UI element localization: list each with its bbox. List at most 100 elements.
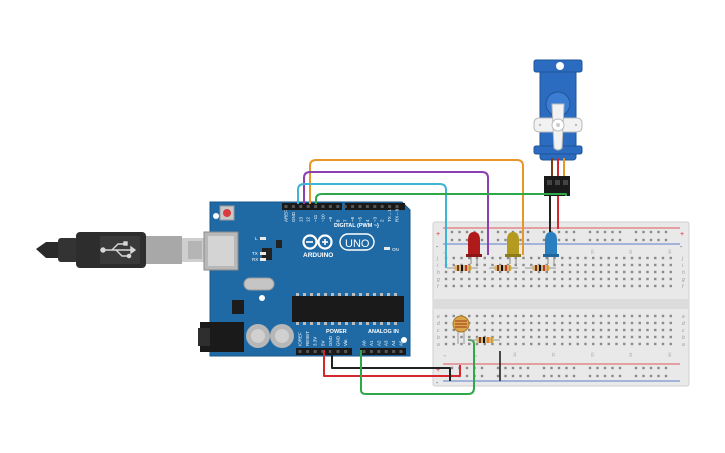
digital-pin-socket[interactable] — [395, 205, 399, 208]
rail-hole[interactable] — [603, 230, 607, 234]
breadboard-hole[interactable] — [537, 284, 541, 288]
led-blue[interactable] — [543, 232, 559, 264]
breadboard-hole[interactable] — [522, 342, 525, 346]
breadboard-hole[interactable] — [499, 277, 502, 281]
breadboard-hole[interactable] — [638, 270, 641, 274]
breadboard-hole[interactable] — [537, 328, 541, 332]
breadboard-hole[interactable] — [514, 277, 517, 281]
breadboard-hole[interactable] — [499, 270, 502, 274]
wires[interactable] — [297, 159, 567, 395]
breadboard-hole[interactable] — [654, 277, 657, 281]
breadboard-hole[interactable] — [545, 328, 548, 332]
breadboard-hole[interactable] — [553, 335, 556, 339]
breadboard-hole[interactable] — [623, 263, 626, 267]
breadboard-hole[interactable] — [646, 335, 649, 339]
breadboard-hole[interactable] — [483, 314, 486, 318]
rail-hole[interactable] — [642, 230, 645, 234]
breadboard-hole[interactable] — [661, 277, 665, 281]
breadboard-hole[interactable] — [452, 284, 455, 288]
breadboard-hole[interactable] — [630, 321, 634, 325]
rail-hole[interactable] — [542, 374, 546, 378]
rail-hole[interactable] — [603, 366, 607, 370]
rail-hole[interactable] — [550, 366, 553, 370]
power-pin-socket[interactable] — [344, 350, 348, 353]
breadboard-hole[interactable] — [452, 314, 455, 318]
breadboard-hole[interactable] — [537, 256, 541, 260]
wire-black-gnd[interactable] — [331, 350, 451, 381]
breadboard-hole[interactable] — [545, 321, 548, 325]
breadboard-hole[interactable] — [592, 277, 595, 281]
breadboard-hole[interactable] — [623, 314, 626, 318]
breadboard-hole[interactable] — [592, 321, 595, 325]
rail-hole[interactable] — [572, 366, 576, 370]
breadboard-hole[interactable] — [522, 263, 525, 267]
rail-hole[interactable] — [642, 238, 645, 242]
breadboard-hole[interactable] — [646, 314, 649, 318]
breadboard-hole[interactable] — [553, 328, 556, 332]
breadboard-hole[interactable] — [630, 342, 634, 346]
rail-hole[interactable] — [634, 230, 638, 234]
breadboard-hole[interactable] — [669, 263, 672, 267]
breadboard-hole[interactable] — [483, 263, 486, 267]
breadboard-hole[interactable] — [561, 314, 564, 318]
breadboard-hole[interactable] — [638, 342, 641, 346]
breadboard-hole[interactable] — [623, 284, 626, 288]
analog-pin-socket[interactable] — [362, 350, 366, 353]
rail-hole[interactable] — [664, 238, 668, 242]
breadboard-hole[interactable] — [584, 342, 587, 346]
breadboard-hole[interactable] — [599, 263, 603, 267]
breadboard-hole[interactable] — [599, 277, 603, 281]
breadboard-hole[interactable] — [661, 342, 665, 346]
breadboard-hole[interactable] — [607, 335, 610, 339]
breadboard-hole[interactable] — [615, 256, 618, 260]
breadboard-hole[interactable] — [522, 270, 525, 274]
breadboard-hole[interactable] — [452, 256, 455, 260]
breadboard-hole[interactable] — [592, 342, 595, 346]
breadboard-hole[interactable] — [444, 335, 448, 339]
breadboard-hole[interactable] — [444, 314, 448, 318]
rail-hole[interactable] — [519, 238, 522, 242]
rail-hole[interactable] — [504, 238, 507, 242]
rail-hole[interactable] — [642, 374, 645, 378]
breadboard-hole[interactable] — [530, 256, 533, 260]
breadboard-hole[interactable] — [615, 335, 618, 339]
breadboard-hole[interactable] — [444, 342, 448, 346]
breadboard-hole[interactable] — [646, 256, 649, 260]
breadboard-hole[interactable] — [623, 256, 626, 260]
breadboard-hole[interactable] — [530, 328, 533, 332]
breadboard-hole[interactable] — [568, 284, 572, 288]
wire-cyan[interactable] — [297, 183, 447, 268]
breadboard-hole[interactable] — [530, 270, 533, 274]
breadboard-hole[interactable] — [514, 328, 517, 332]
rail-hole[interactable] — [664, 374, 668, 378]
breadboard-hole[interactable] — [553, 321, 556, 325]
breadboard-hole[interactable] — [545, 256, 548, 260]
breadboard-hole[interactable] — [561, 335, 564, 339]
breadboard-hole[interactable] — [545, 284, 548, 288]
digital-pin-socket[interactable] — [373, 205, 377, 208]
breadboard-hole[interactable] — [592, 335, 595, 339]
breadboard-hole[interactable] — [444, 270, 448, 274]
breadboard-hole[interactable] — [444, 321, 448, 325]
breadboard-hole[interactable] — [522, 256, 525, 260]
rail-hole[interactable] — [611, 366, 614, 370]
breadboard-hole[interactable] — [452, 270, 455, 274]
breadboard-hole[interactable] — [615, 270, 618, 274]
breadboard-hole[interactable] — [654, 263, 657, 267]
breadboard-hole[interactable] — [561, 270, 564, 274]
rail-hole[interactable] — [511, 374, 515, 378]
breadboard-hole[interactable] — [607, 342, 610, 346]
rail-hole[interactable] — [557, 374, 561, 378]
photoresistor[interactable] — [452, 315, 470, 344]
rail-hole[interactable] — [618, 374, 622, 378]
breadboard-hole[interactable] — [514, 314, 517, 318]
rail-hole[interactable] — [504, 366, 507, 370]
breadboard-hole[interactable] — [654, 284, 657, 288]
servo-horn-icon[interactable] — [533, 103, 583, 151]
breadboard-hole[interactable] — [592, 256, 595, 260]
breadboard-hole[interactable] — [646, 328, 649, 332]
power-pin-socket[interactable] — [336, 350, 340, 353]
wire-red-5v[interactable] — [323, 350, 461, 377]
breadboard-hole[interactable] — [584, 335, 587, 339]
